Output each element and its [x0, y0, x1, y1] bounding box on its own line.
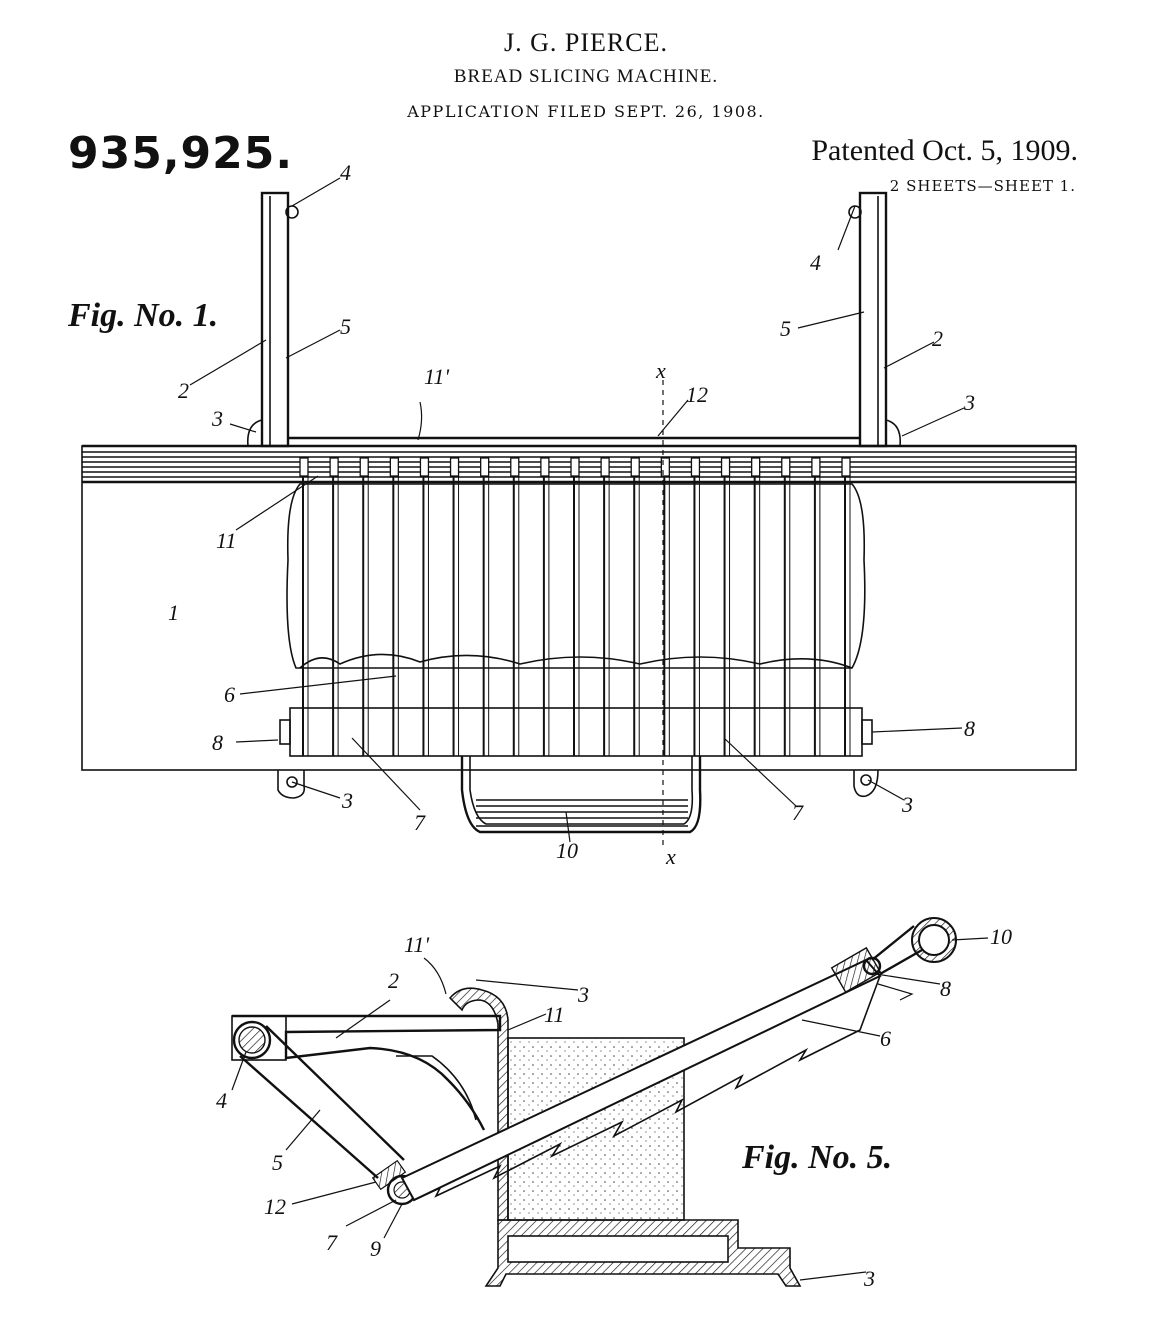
blade-cap	[720, 457, 731, 477]
label-12: 12	[264, 1194, 286, 1219]
blade-cap	[570, 457, 580, 477]
label-2: 2	[388, 968, 399, 993]
label-3-bottom-right: 3	[901, 792, 913, 817]
blade-cap	[600, 457, 610, 477]
figure-5: Fig. No. 5. 2 3 3 4 5 6 7 8 9 10 11 11' …	[216, 917, 1012, 1291]
bracket-3-bottom-left	[277, 770, 306, 799]
label-4: 4	[216, 1088, 227, 1113]
bread-loaf	[286, 483, 866, 669]
label-8-right: 8	[964, 716, 975, 741]
label-11-prime: 11'	[424, 364, 449, 389]
label-3-top-right: 3	[963, 390, 975, 415]
application-filed-date: APPLICATION FILED SEPT. 26, 1908.	[407, 102, 765, 121]
label-5-right: 5	[780, 316, 791, 341]
pivot-4	[232, 1020, 272, 1060]
pin-8-right	[861, 719, 873, 745]
sheet-count: 2 SHEETS—SHEET 1.	[889, 177, 1076, 195]
blade-cap	[751, 457, 761, 477]
bracket-3-top-left	[246, 419, 263, 447]
slicing-blades	[299, 457, 851, 756]
label-6: 6	[224, 682, 235, 707]
figure-1-caption: Fig. No. 1.	[67, 297, 218, 334]
label-2-left: 2	[178, 378, 189, 403]
label-7-right: 7	[792, 800, 804, 825]
label-11: 11	[544, 1002, 564, 1027]
blade-cap	[299, 457, 309, 477]
label-12: 12	[686, 382, 708, 407]
handle-grip	[476, 799, 688, 827]
patented-date: Patented Oct. 5, 1909.	[811, 134, 1078, 167]
blade-cap	[540, 457, 550, 477]
blade-cap	[781, 457, 791, 477]
blade-cap	[449, 457, 460, 477]
blade-cap	[329, 457, 339, 477]
blade-cap	[480, 457, 490, 477]
label-2-right: 2	[932, 326, 943, 351]
blade-cap	[510, 457, 520, 477]
label-1: 1	[168, 600, 179, 625]
bracket-3-bottom-right	[853, 769, 879, 798]
figure-1: Fig. No. 1. 1 2 2 3 3 3 3 4 4 5 5 6 7 7 …	[67, 160, 1077, 869]
label-8: 8	[940, 976, 951, 1001]
blade-cap	[359, 457, 369, 477]
collar-12	[371, 1159, 407, 1191]
label-10: 10	[990, 924, 1012, 949]
blade-cap	[690, 457, 701, 477]
label-9: 9	[370, 1236, 381, 1261]
inventor-name: J. G. PIERCE.	[504, 28, 668, 57]
patent-number: 935,925.	[68, 128, 294, 179]
figure-5-caption: Fig. No. 5.	[741, 1139, 892, 1176]
label-5-left: 5	[340, 314, 351, 339]
label-4-left: 4	[340, 160, 351, 185]
label-x-bottom: x	[665, 844, 676, 869]
label-7-left: 7	[414, 810, 426, 835]
label-4-right: 4	[810, 250, 821, 275]
blade-teeth	[413, 975, 881, 1201]
label-5: 5	[272, 1150, 283, 1175]
label-x-top: x	[655, 358, 666, 383]
handle-10	[460, 756, 702, 834]
label-8-left: 8	[212, 730, 223, 755]
bracket-3-top-right	[885, 419, 902, 447]
label-7: 7	[326, 1230, 338, 1255]
blade-cap	[419, 457, 430, 477]
pin-8-left	[279, 719, 291, 745]
frame-arm-2	[232, 1014, 502, 1131]
roller-bar	[289, 707, 863, 757]
label-3-top-left: 3	[211, 406, 223, 431]
invention-title: BREAD SLICING MACHINE.	[453, 66, 719, 87]
label-10: 10	[556, 838, 578, 863]
label-3-bottom-left: 3	[341, 788, 353, 813]
blade-cap	[389, 457, 399, 477]
link-5	[239, 1025, 405, 1179]
label-6: 6	[880, 1026, 891, 1051]
label-3-bottom: 3	[863, 1266, 875, 1291]
label-11-prime: 11'	[404, 932, 429, 957]
label-11: 11	[216, 528, 236, 553]
left-upright	[260, 191, 290, 448]
blade-cap	[811, 457, 821, 477]
label-3-top: 3	[577, 982, 589, 1007]
right-upright	[858, 191, 888, 448]
blade-cap	[841, 457, 851, 477]
blade-cap	[630, 457, 640, 477]
